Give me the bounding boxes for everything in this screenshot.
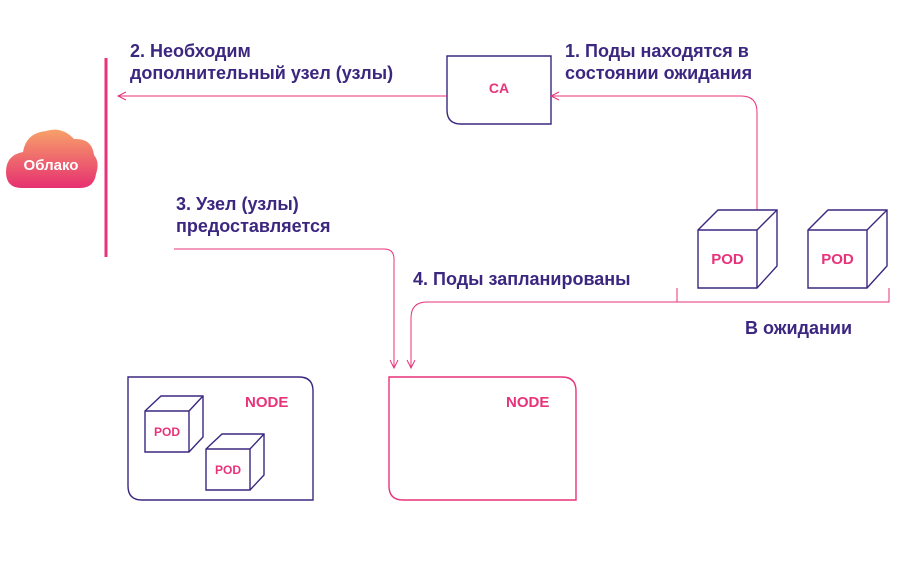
step-4-text: 4. Поды запланированы bbox=[413, 269, 631, 289]
step-2-text: 2. Необходим дополнительный узел (узлы) bbox=[130, 41, 394, 83]
node-new-box bbox=[388, 376, 577, 501]
node-pod-1-cube bbox=[144, 395, 204, 453]
pending-pod-1-cube bbox=[697, 209, 778, 289]
pending-pod-2-cube bbox=[807, 209, 888, 289]
pending-group-label: В ожидании bbox=[745, 318, 853, 338]
pending-pod-2-label: POD bbox=[821, 251, 854, 268]
ca-box bbox=[446, 55, 552, 125]
arrow-pods-scheduled bbox=[406, 301, 677, 370]
cloud-label: Облако bbox=[23, 157, 79, 174]
arrow-pods-to-ca bbox=[549, 91, 758, 210]
arrow-ca-to-cloud bbox=[116, 91, 447, 101]
pending-group-bracket bbox=[676, 288, 890, 303]
ca-label: CA bbox=[488, 80, 510, 96]
step-3-text: 3. Узел (узлы) предоставляется bbox=[176, 194, 331, 236]
node-new-label: NODE bbox=[506, 394, 550, 411]
step-1-text: 1. Поды находятся в состоянии ожидания bbox=[565, 41, 753, 83]
arrow-cloud-to-node bbox=[174, 248, 399, 370]
node-existing-label: NODE bbox=[245, 394, 289, 411]
node-pod-2-label: POD bbox=[214, 463, 241, 477]
node-pod-1-label: POD bbox=[153, 425, 180, 439]
cloud-icon bbox=[6, 129, 98, 188]
node-pod-2-cube bbox=[205, 433, 265, 491]
pending-pod-1-label: POD bbox=[711, 251, 744, 268]
